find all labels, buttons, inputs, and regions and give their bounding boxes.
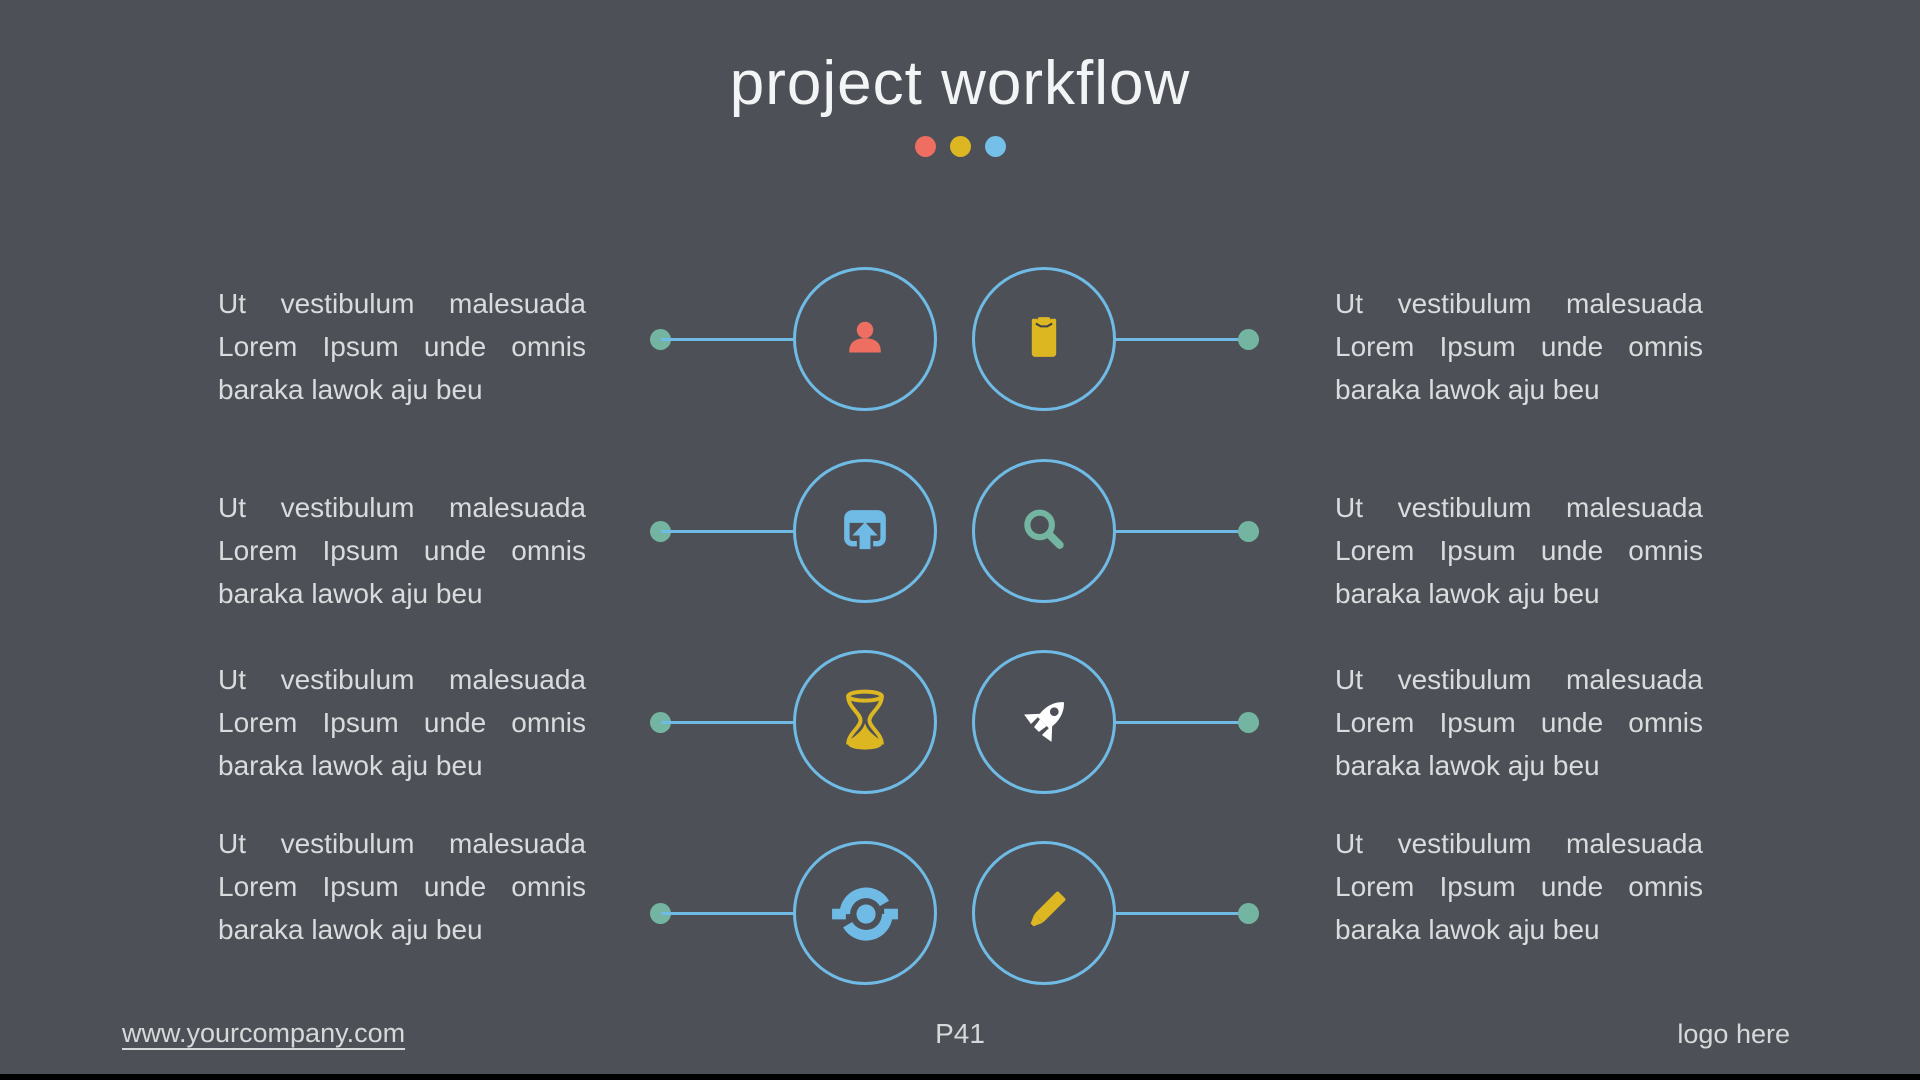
search-icon <box>1024 509 1064 549</box>
connector-line <box>1114 911 1248 915</box>
page-title: project workflow <box>729 49 1191 118</box>
connector-line <box>1114 720 1248 724</box>
footer-page-number: P41 <box>935 1018 985 1049</box>
row1-right-description: Ut vestibulum malesuada Lorem Ipsum unde… <box>1335 288 1703 405</box>
row3-right-description: Ut vestibulum malesuada Lorem Ipsum unde… <box>1335 664 1703 781</box>
icon-circle-sync <box>793 841 937 985</box>
title-dot-blue <box>984 136 1006 157</box>
title-dot-yellow <box>949 136 971 157</box>
bottom-bar <box>0 1074 1920 1080</box>
pencil-icon <box>1028 891 1066 929</box>
workflow-row-3: Ut vestibulum malesuada Lorem Ipsum unde… <box>0 650 1920 794</box>
open-window-upload-icon <box>844 510 886 550</box>
footer-website-link[interactable]: www.yourcompany.com <box>122 1018 406 1048</box>
connector-line <box>1114 337 1248 341</box>
connector-line <box>661 720 796 724</box>
workflow-row-1: Ut vestibulum malesuada Lorem Ipsum unde… <box>0 267 1920 411</box>
connector-dot <box>1238 902 1259 924</box>
icon-circle-clipboard <box>972 267 1116 411</box>
connector-line <box>661 337 796 341</box>
sync-icon <box>832 887 898 941</box>
connector-dot <box>650 328 671 350</box>
connector-dot <box>1238 711 1259 733</box>
icon-circle-user <box>793 267 937 411</box>
title-dot-red <box>914 136 936 157</box>
connector-line <box>661 529 796 533</box>
connector-dot <box>1238 328 1259 350</box>
connector-dot <box>650 902 671 924</box>
connector-line <box>661 911 796 915</box>
hourglass-icon <box>846 689 884 750</box>
clipboard-icon <box>1031 317 1057 357</box>
connector-dot <box>650 711 671 733</box>
icon-circle-search <box>972 459 1116 603</box>
row4-right-description: Ut vestibulum malesuada Lorem Ipsum unde… <box>1335 828 1703 945</box>
icon-circle-pencil <box>972 841 1116 985</box>
icon-circle-rocket <box>972 650 1116 794</box>
icon-circle-upload <box>793 459 937 603</box>
workflow-row-4: Ut vestibulum malesuada Lorem Ipsum unde… <box>0 828 1920 985</box>
title-dots <box>0 136 1920 157</box>
connector-dot <box>650 520 671 542</box>
row1-left-description: Ut vestibulum malesuada Lorem Ipsum unde… <box>218 288 586 405</box>
row2-left-description: Ut vestibulum malesuada Lorem Ipsum unde… <box>218 492 586 609</box>
row4-left-description: Ut vestibulum malesuada Lorem Ipsum unde… <box>218 828 586 945</box>
user-icon <box>849 321 881 353</box>
row3-left-description: Ut vestibulum malesuada Lorem Ipsum unde… <box>218 664 586 781</box>
workflow-row-2: Ut vestibulum malesuada Lorem Ipsum unde… <box>0 459 1920 609</box>
connector-dot <box>1238 520 1259 542</box>
rocket-icon <box>1024 702 1064 742</box>
footer-logo-placeholder: logo here <box>1677 1019 1790 1049</box>
icon-circle-hourglass <box>793 650 937 794</box>
connector-line <box>1114 529 1248 533</box>
row2-right-description: Ut vestibulum malesuada Lorem Ipsum unde… <box>1335 492 1703 609</box>
